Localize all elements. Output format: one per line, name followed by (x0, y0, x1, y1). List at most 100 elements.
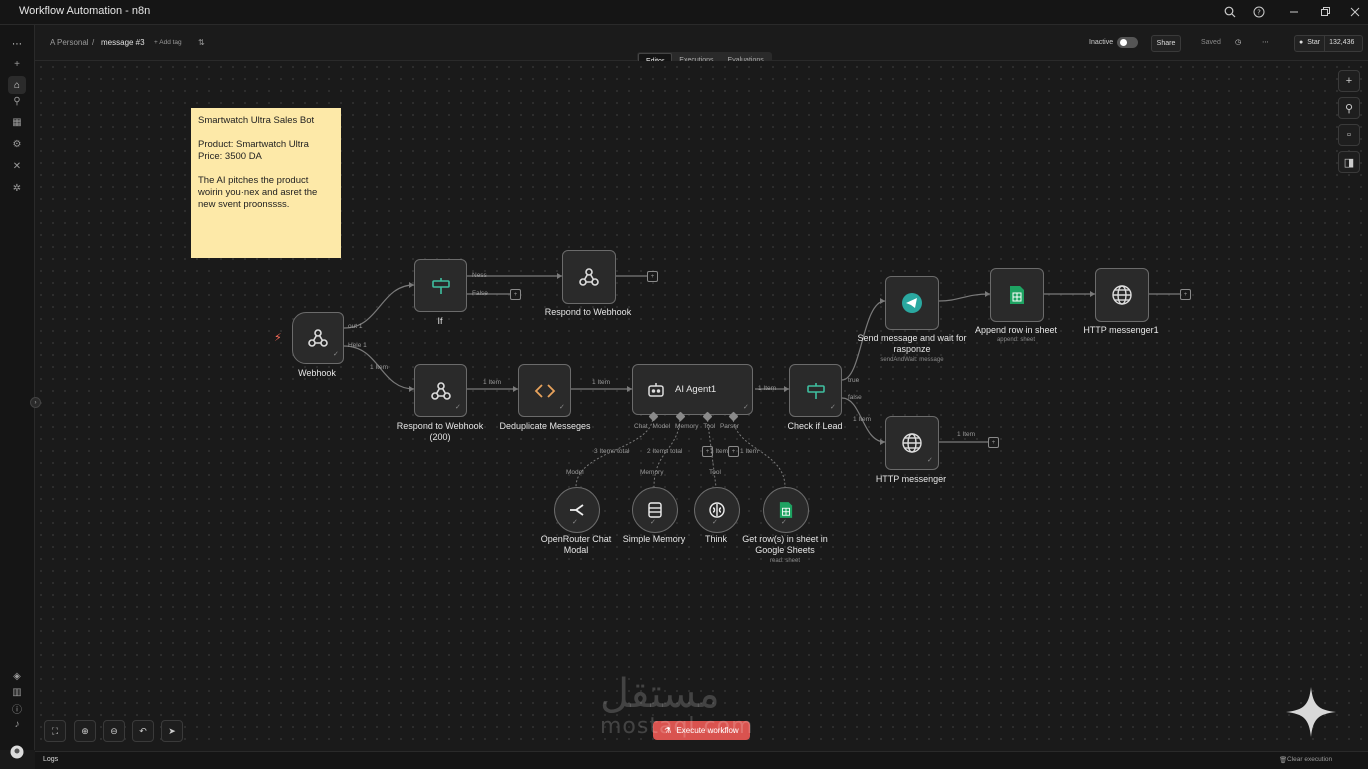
tab-executions[interactable]: Executions (672, 53, 720, 70)
archive-icon[interactable]: ⇅ (198, 38, 205, 47)
telegram-sublabel: sendAndWait: message (880, 357, 944, 363)
openrouter-label: OpenRouter Chat Modal (540, 534, 612, 555)
database-icon (648, 502, 662, 518)
trigger-bolt-icon: ⚡ (274, 332, 282, 344)
add-node-icon[interactable]: + (1180, 289, 1191, 300)
bell-icon[interactable]: ♪ (14, 718, 20, 730)
success-check-icon: ✓ (781, 519, 787, 526)
share-button[interactable]: Share (1151, 35, 1181, 52)
sticky-note-button[interactable]: ▫ (1338, 124, 1360, 146)
home-icon[interactable]: ⌂ (8, 76, 26, 94)
add-tool-icon[interactable]: + (702, 446, 713, 457)
zoom-out-button[interactable]: ⊖ (103, 720, 125, 742)
search-nodes-button[interactable]: ⚲ (1338, 97, 1360, 119)
node-openrouter[interactable] (554, 487, 600, 533)
add-icon[interactable]: + (14, 58, 20, 70)
close-icon[interactable] (1346, 3, 1364, 21)
svg-text:?: ? (1257, 9, 1261, 17)
stats-icon[interactable]: ▥ (12, 686, 22, 698)
add-node-icon[interactable]: + (510, 289, 521, 300)
openrouter-icon (570, 504, 584, 516)
webhook-out1-label: out 1 (348, 323, 363, 330)
restore-icon[interactable] (1316, 3, 1334, 21)
think-label: Think (704, 534, 727, 544)
success-check-icon: ✓ (650, 519, 656, 526)
github-star-button[interactable]: ● Star 132,436 (1294, 35, 1363, 52)
add-tag-link[interactable]: + Add tag (154, 39, 182, 46)
variables-icon[interactable]: ⚙ (12, 138, 22, 150)
globe-icon (902, 433, 922, 453)
node-telegram[interactable] (885, 276, 939, 330)
star-label: Star (1307, 39, 1321, 46)
shield-icon[interactable]: ◈ (13, 670, 21, 682)
saved-label: Saved (1201, 39, 1221, 46)
history-icon[interactable]: ◷ (1235, 39, 1242, 46)
telegram-icon (902, 293, 922, 313)
breadcrumb-separator: / (92, 38, 95, 47)
respond-webhook-label: Respond to Webhook (544, 307, 632, 317)
help-icon[interactable]: ? (1250, 3, 1268, 21)
node-http-messenger[interactable] (885, 416, 939, 470)
flask-icon: ⚗ (664, 726, 672, 735)
ai-assistant-button[interactable]: ◨ (1338, 151, 1360, 173)
active-toggle[interactable] (1117, 37, 1138, 48)
node-get-rows[interactable] (763, 487, 809, 533)
watermark: مستقل mostaql.com (600, 672, 754, 738)
execute-workflow-label: Execute workflow (676, 726, 739, 735)
check-lead-label: Check if Lead (787, 421, 843, 431)
status-bar: Logs 🗑 Clear execution (35, 751, 1368, 769)
success-check-icon: ✓ (333, 351, 339, 358)
success-check-icon: ✓ (455, 404, 461, 411)
http-messenger-label: HTTP messenger (875, 474, 947, 484)
minimize-icon[interactable] (1285, 3, 1303, 21)
info-icon[interactable]: ⓘ (12, 704, 22, 716)
fit-view-button[interactable]: ⛶ (44, 720, 66, 742)
watermark-latin: mostaql.com (600, 714, 754, 739)
node-respond-webhook-200[interactable] (414, 364, 467, 417)
add-parser-icon[interactable]: + (728, 446, 739, 457)
search-icon[interactable] (1221, 3, 1239, 21)
if-signpost-icon (806, 382, 825, 399)
n8n-logo-icon[interactable]: ⋯ (12, 38, 22, 50)
templates-icon[interactable]: ▦ (12, 116, 22, 128)
note-price: Price: 3500 DA (198, 151, 262, 162)
collapse-sidebar-icon[interactable]: › (30, 397, 41, 408)
sticky-note[interactable]: Smartwatch Ultra Sales Bot Product: Smar… (191, 108, 341, 258)
node-deduplicate[interactable] (518, 364, 571, 417)
check-true-label: true (848, 377, 860, 384)
if-signpost-icon (431, 277, 450, 294)
breadcrumb-owner[interactable]: Personal (57, 38, 89, 47)
node-append-row[interactable] (990, 268, 1044, 322)
add-node-icon[interactable]: + (647, 271, 658, 282)
zoom-in-button[interactable]: ⊕ (74, 720, 96, 742)
node-check-lead[interactable] (789, 364, 842, 417)
node-ai-agent[interactable]: AI Agent1 (632, 364, 753, 415)
pointer-button[interactable]: ➤ (161, 720, 183, 742)
append-row-label: Append row in sheet (974, 325, 1058, 335)
if-label: If (437, 316, 443, 326)
node-respond-webhook[interactable] (562, 250, 616, 304)
clear-execution-button[interactable]: Clear execution (1287, 756, 1333, 763)
node-if[interactable] (414, 259, 467, 312)
tab-evaluations[interactable]: Evaluations (721, 53, 771, 70)
node-think[interactable] (694, 487, 740, 533)
execute-workflow-button[interactable]: ⚗ Execute workflow (653, 721, 750, 740)
settings-icon[interactable]: ✲ (12, 182, 22, 194)
agent-items-label: 1 Item (758, 385, 777, 392)
add-node-button[interactable]: + (1338, 70, 1360, 92)
insights-icon[interactable]: ✕ (12, 160, 22, 172)
node-http-messenger1[interactable] (1095, 268, 1149, 322)
node-webhook[interactable] (292, 312, 344, 364)
more-icon[interactable]: ⋯ (1262, 39, 1269, 46)
add-node-icon[interactable]: + (988, 437, 999, 448)
node-simple-memory[interactable] (632, 487, 678, 533)
user-icon[interactable]: ⚲ (13, 95, 21, 107)
workflow-name[interactable]: message #3 (101, 38, 145, 47)
avatar[interactable] (8, 743, 26, 761)
memory-items-label: 2 Items total (647, 448, 683, 455)
success-check-icon: ✓ (572, 519, 578, 526)
get-rows-sublabel: read: sheet (769, 558, 801, 564)
logs-tab[interactable]: Logs (43, 756, 59, 763)
active-status-label: Inactive (1089, 39, 1114, 46)
undo-button[interactable]: ↶ (132, 720, 154, 742)
